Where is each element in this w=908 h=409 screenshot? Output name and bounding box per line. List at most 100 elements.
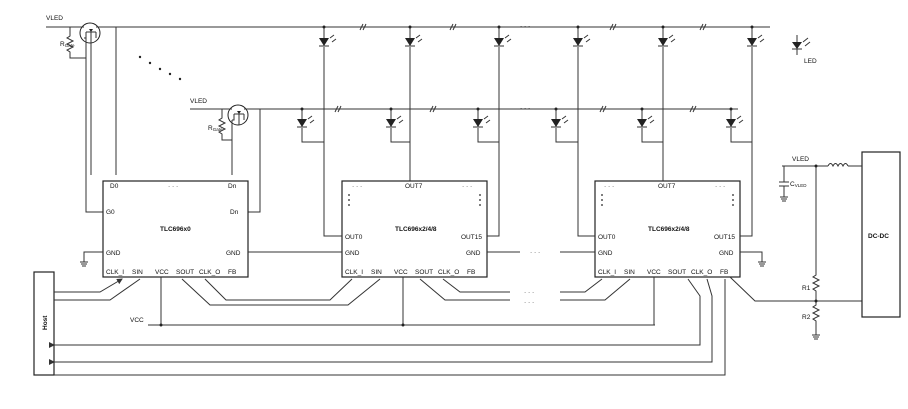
chip0-pin-fb: FB	[228, 269, 236, 276]
chip0-pin-sout: SOUT	[176, 269, 194, 276]
chip1-pin-fb: FB	[467, 269, 475, 276]
chip1-top-right-ellipsis: · · ·	[462, 183, 472, 190]
led-second-4	[637, 107, 655, 128]
led-top-1	[405, 25, 423, 47]
led-second-0	[297, 107, 315, 128]
rail-breaks	[334, 23, 707, 113]
chip1-pin-gnd: GND	[345, 250, 360, 257]
vcc-bus-label: VCC	[130, 317, 144, 324]
cvled-capacitor	[779, 166, 789, 202]
host-block	[33, 271, 55, 376]
fb-wire	[729, 276, 862, 302]
host-bus-wires	[49, 278, 726, 376]
rail-break-6	[599, 105, 607, 113]
stage-ellipsis-dots	[138, 55, 182, 81]
chip1-pin-gnd2: GND	[466, 250, 481, 257]
chip2-top-right-ellipsis: · · ·	[715, 183, 725, 190]
vled-second-label: VLED	[190, 98, 207, 105]
rail-break-1	[449, 23, 457, 31]
chip0-pin-clk-i: CLK_I	[106, 269, 124, 276]
chip1-pin-out7: OUT7	[405, 183, 423, 190]
led-to-chip-wires	[301, 47, 753, 237]
led-row-top	[319, 25, 765, 47]
gnd-ellipsis: · · ·	[530, 249, 540, 256]
led-second-1	[386, 107, 404, 128]
chip2-pin-sout: SOUT	[668, 269, 686, 276]
chip0-pin-vcc: VCC	[155, 269, 169, 276]
chip2-pin-vcc: VCC	[647, 269, 661, 276]
led-top-5	[747, 25, 765, 47]
gnd-wires	[80, 251, 766, 267]
chip0-pin-gnd: GND	[106, 250, 121, 257]
chip1-pin-clk-i: CLK_I	[345, 269, 363, 276]
chip-tlc696x2-last	[594, 180, 741, 278]
chip2-pin-fb: FB	[720, 269, 728, 276]
inductor	[827, 163, 849, 168]
host-label: Host	[42, 315, 49, 330]
rail-break-4	[334, 105, 342, 113]
led-row-second	[297, 107, 744, 128]
chip2-pin-clk-o: CLK_O	[691, 269, 712, 276]
chip0-pin-dn2: Dn	[230, 209, 239, 216]
chip1-pin-vcc: VCC	[394, 269, 408, 276]
led-legend-icon	[792, 35, 811, 55]
led-top-2	[494, 25, 512, 47]
chip2-pin-clk-i: CLK_I	[598, 269, 616, 276]
rail-break-2	[609, 23, 617, 31]
chip0-pin-dn: Dn	[228, 183, 237, 190]
chip1-top-left-ellipsis: · · ·	[352, 183, 362, 190]
chip0-pin-g0: G0	[106, 209, 115, 216]
chain-ellipsis-lower: · · ·	[524, 299, 534, 306]
chip0-pin-gnd2: GND	[226, 250, 241, 257]
rgate-second-label: RGate	[208, 125, 223, 132]
rail-break-0	[359, 23, 367, 31]
pmos-top	[70, 22, 106, 44]
chip-tlc696x2-first	[341, 180, 488, 278]
chip0-top-ellipsis: · · ·	[168, 183, 178, 190]
led-top-4	[658, 25, 676, 47]
rail-top-ellipsis: · · ·	[520, 23, 530, 30]
rail-break-3	[699, 23, 707, 31]
chip2-top-left-ellipsis: · · ·	[604, 183, 614, 190]
g0-wire	[70, 57, 103, 213]
pmos-second	[224, 104, 250, 126]
feedback-divider	[811, 166, 821, 340]
led-second-3	[551, 107, 569, 128]
chip-tlc696x0	[102, 180, 249, 278]
dcdc-label: DC-DC	[868, 233, 889, 240]
led-second-5	[726, 107, 744, 128]
chip0-name: TLC696x0	[160, 226, 191, 233]
vcc-drops	[160, 277, 655, 325]
r1-label: R1	[802, 285, 811, 292]
dcdc-block	[861, 151, 901, 318]
chip2-name: TLC696x2/4/8	[648, 226, 690, 233]
chip0-pin-clk-o: CLK_O	[199, 269, 220, 276]
daisy-chain-wires	[181, 278, 631, 306]
rail-second-ellipsis: · · ·	[520, 105, 530, 112]
vled-out-label: VLED	[792, 156, 809, 163]
chip1-pin-out15: OUT15	[461, 234, 482, 241]
chip1-pin-sout: SOUT	[415, 269, 433, 276]
chain-ellipsis-upper: · · ·	[524, 289, 534, 296]
chip1-pin-out0: OUT0	[345, 234, 363, 241]
chip2-pin-out7: OUT7	[658, 183, 676, 190]
cvled-label: CVLED	[790, 181, 807, 188]
dn-gate-wire	[248, 109, 261, 213]
chip2-pin-out15: OUT15	[714, 234, 735, 241]
r2-label: R2	[802, 314, 811, 321]
chip2-pin-gnd: GND	[598, 250, 613, 257]
rail-break-5	[429, 105, 437, 113]
chip1-pin-clk-o: CLK_O	[438, 269, 459, 276]
led-legend-label: LED	[804, 58, 817, 65]
chip2-pin-gnd2: GND	[719, 250, 734, 257]
chip2-pin-out0: OUT0	[598, 234, 616, 241]
chip0-pin-d0: D0	[110, 183, 119, 190]
led-top-0	[319, 25, 337, 47]
led-second-2	[473, 107, 491, 128]
rgate-top-label: RGate	[60, 41, 75, 48]
chip0-pin-sin: SIN	[132, 269, 143, 276]
chip2-pin-sin: SIN	[624, 269, 635, 276]
chip1-name: TLC696x2/4/8	[395, 226, 437, 233]
chip-vertical-dots	[348, 194, 734, 206]
